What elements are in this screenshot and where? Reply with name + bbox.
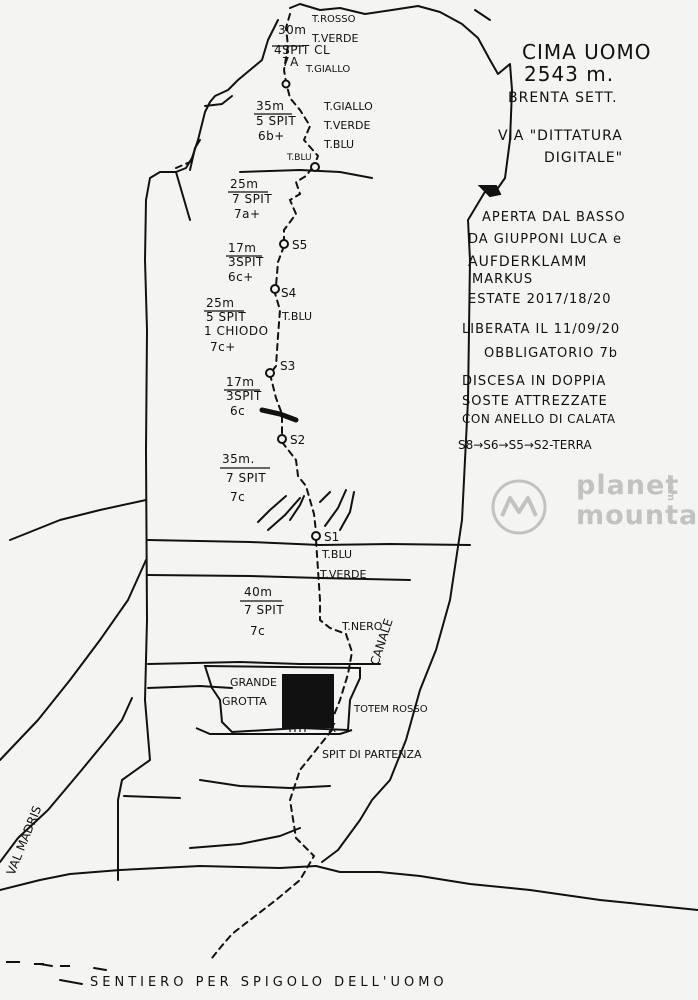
label-s5: S5 (292, 238, 307, 252)
label-t-verde-top: T.VERDE (311, 32, 358, 45)
summit-name: CIMA UOMO (522, 40, 652, 64)
station-s4 (270, 284, 280, 294)
svg-text:3SPIT: 3SPIT (226, 389, 262, 403)
label-s1: S1 (324, 530, 339, 544)
svg-text:7 SPIT: 7 SPIT (244, 603, 284, 617)
svg-text:7a+: 7a+ (234, 207, 261, 221)
descent-line1: DISCESA IN DOPPIA (462, 374, 607, 389)
label-t-blu-mid: T.BLU (281, 310, 312, 323)
route-name-line2: DIGITALE" (544, 150, 624, 166)
summit-group: BRENTA SETT. (508, 90, 618, 106)
svg-text:7 SPIT: 7 SPIT (226, 471, 266, 485)
svg-text:3SPIT: 3SPIT (228, 255, 264, 269)
station-s5 (279, 239, 289, 249)
route-labels: T.ROSSO T.VERDE T.GIALLO T.GIALLO T.VERD… (4, 14, 448, 990)
station-s1 (311, 531, 321, 541)
belay-stations (265, 79, 321, 541)
rock-face-outline (0, 3, 698, 985)
label-val-madris: VAL MADRIS (4, 804, 44, 877)
label-totem-rosso: TOTEM ROSSO (353, 704, 428, 715)
label-s4: S4 (281, 286, 296, 300)
label-t-rosso: T.ROSSO (311, 14, 356, 25)
svg-text:6c+: 6c+ (228, 270, 254, 284)
station-labels: S5 S4 S3 S2 S1 (280, 238, 339, 544)
planetmountain-watermark: planet mountain .com (488, 470, 698, 540)
label-t-giallo-top: T.GIALLO (305, 64, 350, 75)
svg-text:5 SPIT: 5 SPIT (256, 114, 296, 128)
descent-line2: SOSTE ATTREZZATE (462, 394, 608, 409)
svg-text:35m.: 35m. (222, 452, 255, 466)
label-start: SPIT DI PARTENZA (322, 748, 422, 761)
descent-sequence: S8→S6→S5→S2-TERRA (458, 438, 592, 452)
pitch-info: 30m 4SPIT CL 7A 35m 5 SPIT 6b+ 25m 7 SPI… (204, 23, 330, 638)
rock-features (257, 185, 502, 531)
pitch-3: 25m 7 SPIT 7a+ (228, 177, 272, 221)
svg-text:25m: 25m (206, 296, 234, 310)
path-dashes (6, 961, 70, 967)
first-ascent-line5: ESTATE 2017/18/20 (468, 292, 612, 307)
svg-text:6c: 6c (230, 404, 245, 418)
label-t-blu-s1: T.BLU (321, 548, 352, 561)
station-s2 (277, 434, 287, 444)
svg-text:25m: 25m (230, 177, 258, 191)
svg-text:1 CHIODO: 1 CHIODO (204, 324, 269, 338)
pitch-8: 40m 7 SPIT 7c (240, 585, 284, 638)
svg-text:35m: 35m (256, 99, 284, 113)
route-name-line1: VIA "DITTATURA (498, 128, 623, 144)
svg-text:7c: 7c (230, 490, 245, 504)
label-t-blu-station: T.BLU (286, 153, 312, 163)
first-ascent-line4: MARKUS (472, 272, 534, 287)
svg-text:7c: 7c (250, 624, 265, 638)
pitch-2: 35m 5 SPIT 6b+ (254, 99, 296, 143)
station-top (281, 79, 291, 89)
label-t-nero: T.NERO (341, 620, 383, 633)
planetmountain-logo-icon (491, 479, 547, 535)
label-t-verde-2: T.VERDE (323, 119, 370, 132)
svg-text:7c+: 7c+ (210, 340, 236, 354)
svg-text:17m: 17m (228, 241, 256, 255)
first-ascent-line2: DA GIUPPONI LUCA e (468, 232, 623, 247)
svg-text:5 SPIT: 5 SPIT (206, 310, 246, 324)
pitch-1: 30m 4SPIT CL 7A (272, 23, 330, 69)
first-ascent-line3: AUFDERKLAMM (468, 254, 588, 270)
svg-text:40m: 40m (244, 585, 272, 599)
first-ascent-line1: APERTA DAL BASSO (482, 210, 626, 225)
label-t-giallo-2: T.GIALLO (323, 100, 373, 113)
logo-word-mountain: mountain (576, 500, 698, 531)
pitch-6: 17m 3SPIT 6c (224, 375, 262, 418)
station-s3 (265, 368, 275, 378)
label-t-blu-2: T.BLU (323, 138, 354, 151)
freed-date: LIBERATA IL 11/09/20 (462, 322, 621, 337)
label-s3: S3 (280, 359, 295, 373)
label-s2: S2 (290, 433, 305, 447)
label-start-mark: X (328, 721, 336, 735)
label-t-verde-s1: T.VERDE (319, 568, 366, 581)
pitch-5: 25m 5 SPIT 1 CHIODO 7c+ (204, 296, 269, 354)
route-line (175, 13, 354, 959)
svg-text:30m: 30m (278, 23, 306, 37)
pitch-7: 35m. 7 SPIT 7c (220, 452, 270, 504)
summit-altitude: 2543 m. (524, 62, 615, 86)
svg-text:17m: 17m (226, 375, 254, 389)
label-grande: GRANDE (230, 676, 277, 689)
svg-text:7 SPIT: 7 SPIT (232, 192, 272, 206)
svg-text:6b+: 6b+ (258, 129, 285, 143)
svg-text:7A: 7A (282, 55, 299, 69)
label-path: SENTIERO PER SPIGOLO DELL'UOMO (90, 975, 448, 990)
logo-word-com: .com (665, 474, 676, 502)
grotto-shape (195, 664, 361, 735)
logo-word-planet: planet (576, 470, 680, 501)
label-grotta: GROTTA (222, 695, 267, 708)
mandatory-grade: OBBLIGATORIO 7b (484, 346, 619, 361)
pitch-4: 17m 3SPIT 6c+ (226, 241, 264, 284)
station-t-blu (310, 162, 320, 172)
descent-line3: CON ANELLO DI CALATA (462, 412, 616, 426)
